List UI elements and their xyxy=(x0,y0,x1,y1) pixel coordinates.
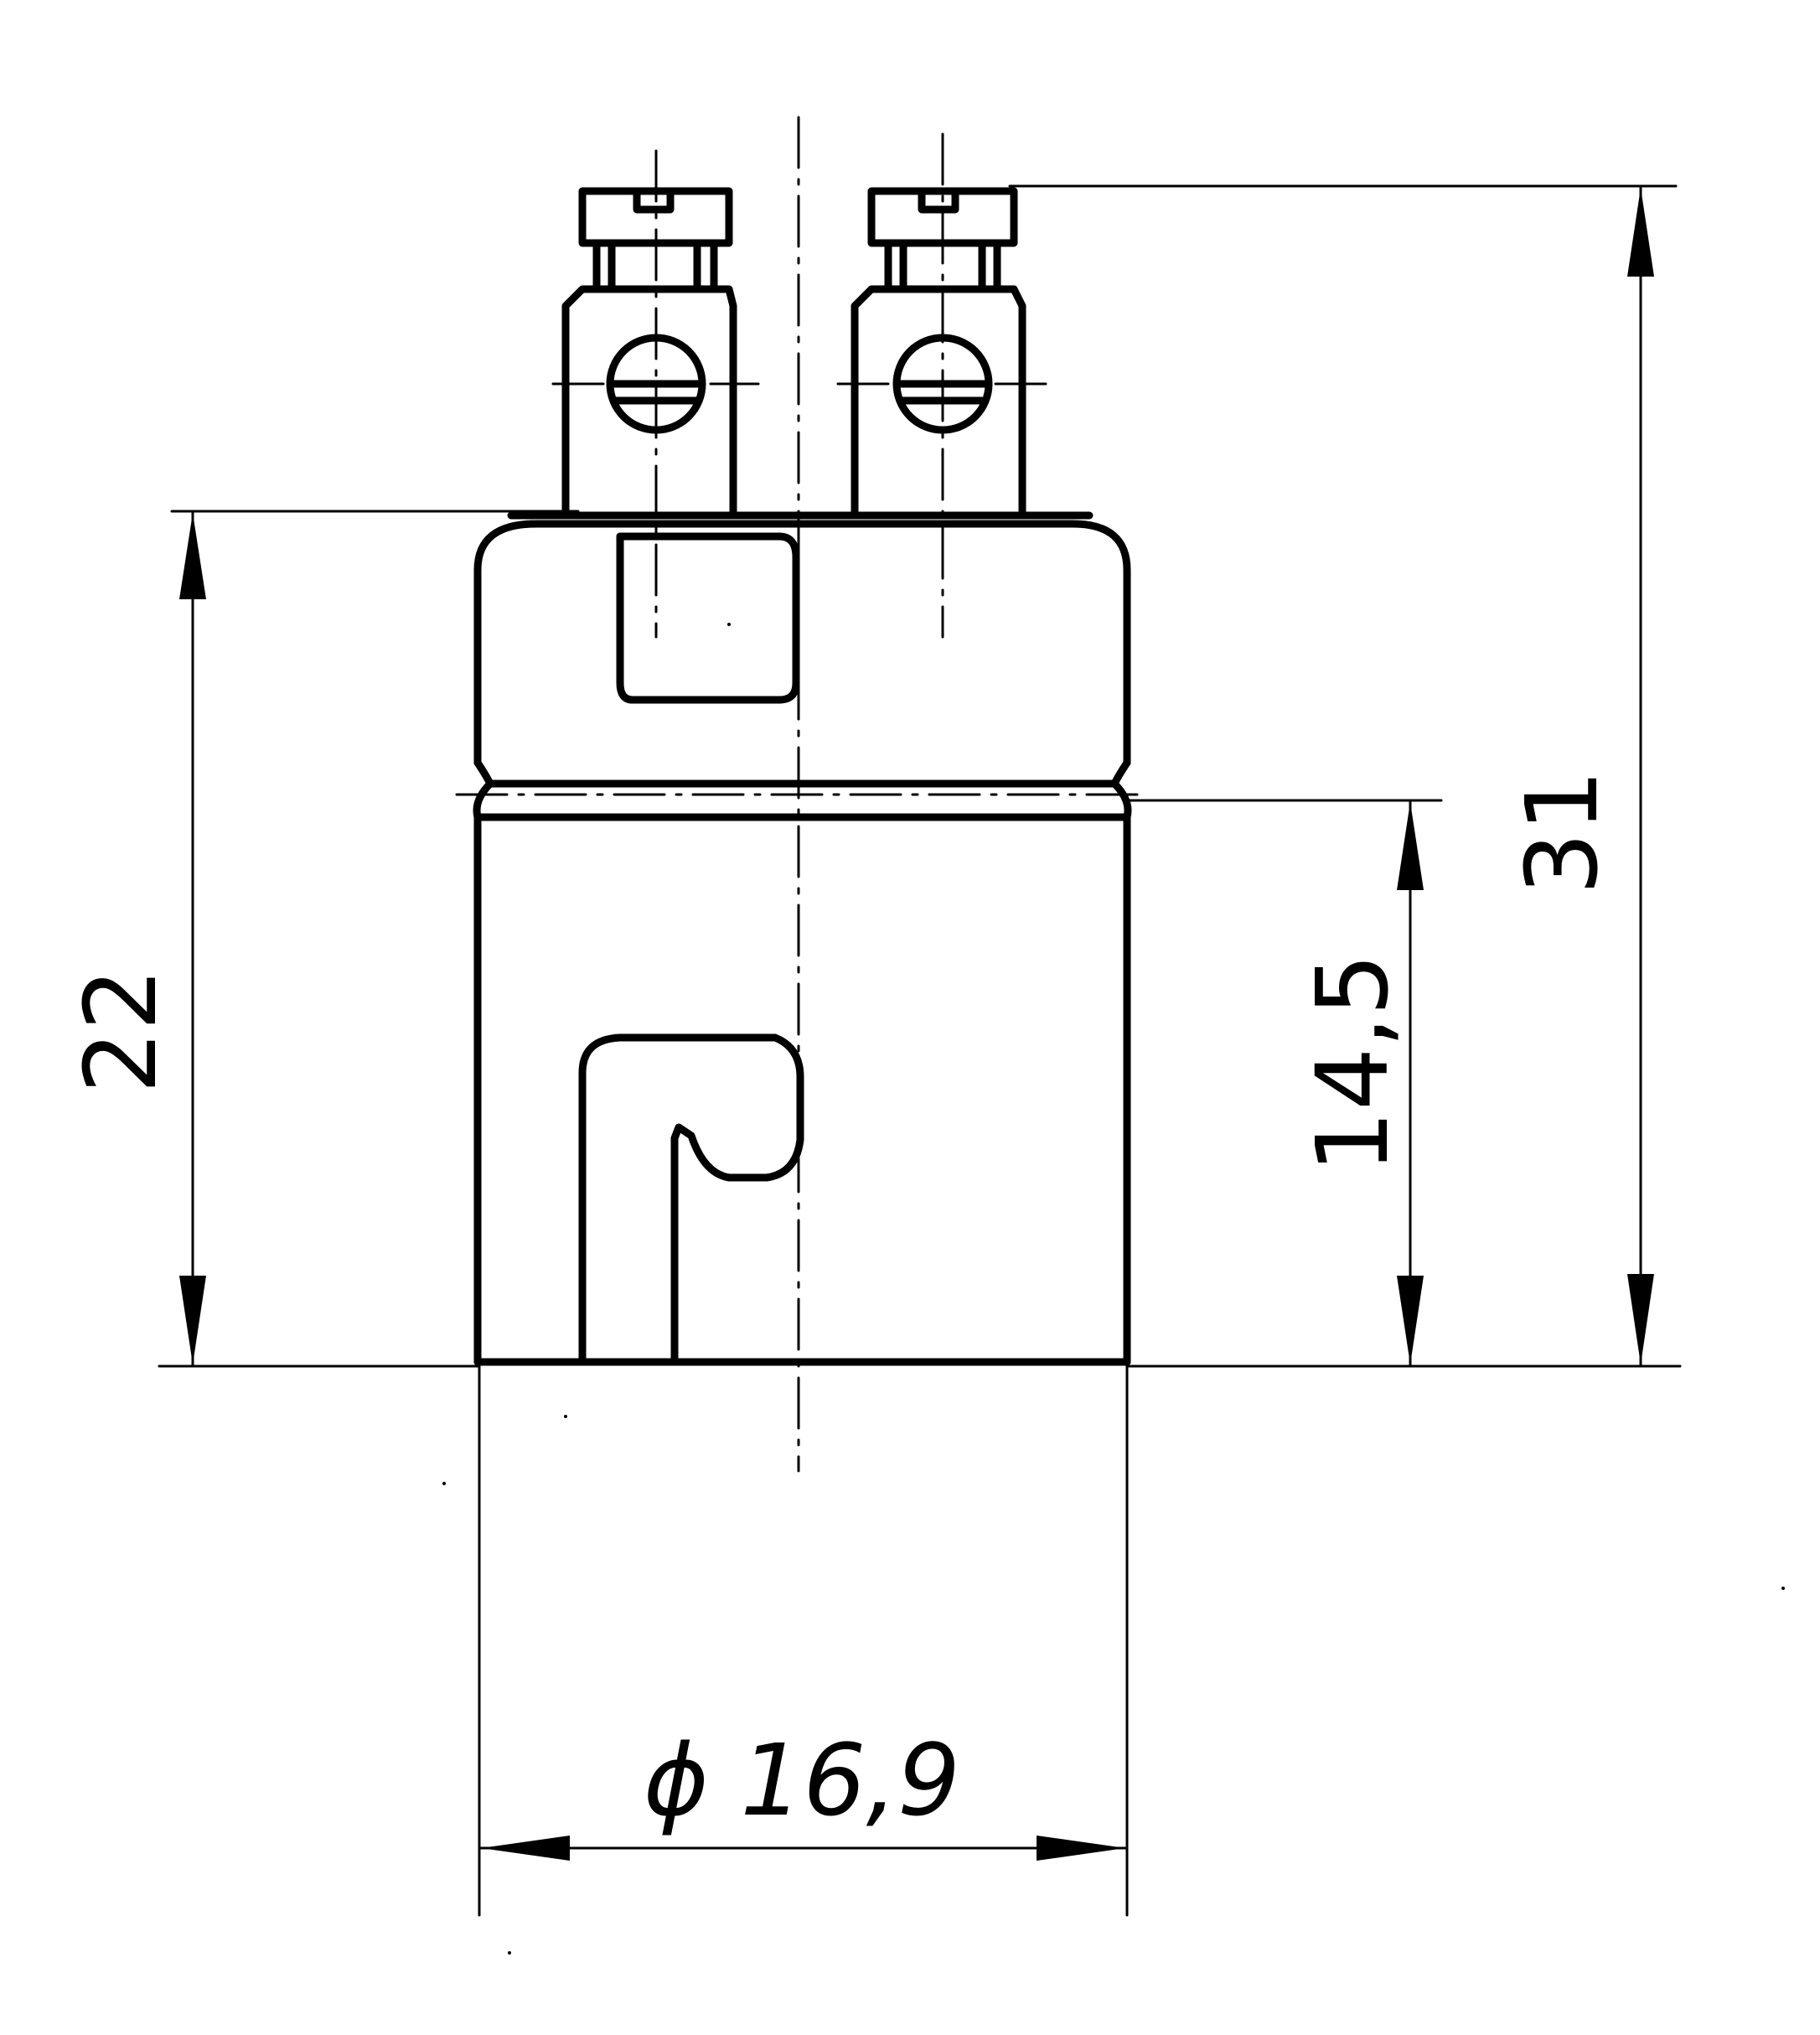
socket-head xyxy=(473,511,1131,788)
dimension-overall-height xyxy=(1008,184,1682,1368)
dimension-body-height xyxy=(158,510,580,1368)
socket-base xyxy=(473,779,1132,1366)
scan-specks xyxy=(442,623,1785,1955)
dimension-22-label: 22 xyxy=(63,968,178,1094)
dimension-lower-height xyxy=(1125,799,1443,1368)
right-terminal xyxy=(836,132,1049,639)
dimension-31-label: 31 xyxy=(1504,769,1620,895)
dimension-diameter-label: ϕ 16,9 xyxy=(644,1722,960,1838)
dimension-14-5-label: 14,5 xyxy=(1295,953,1410,1173)
dimension-diameter xyxy=(478,1364,1129,1917)
left-terminal xyxy=(551,149,760,639)
